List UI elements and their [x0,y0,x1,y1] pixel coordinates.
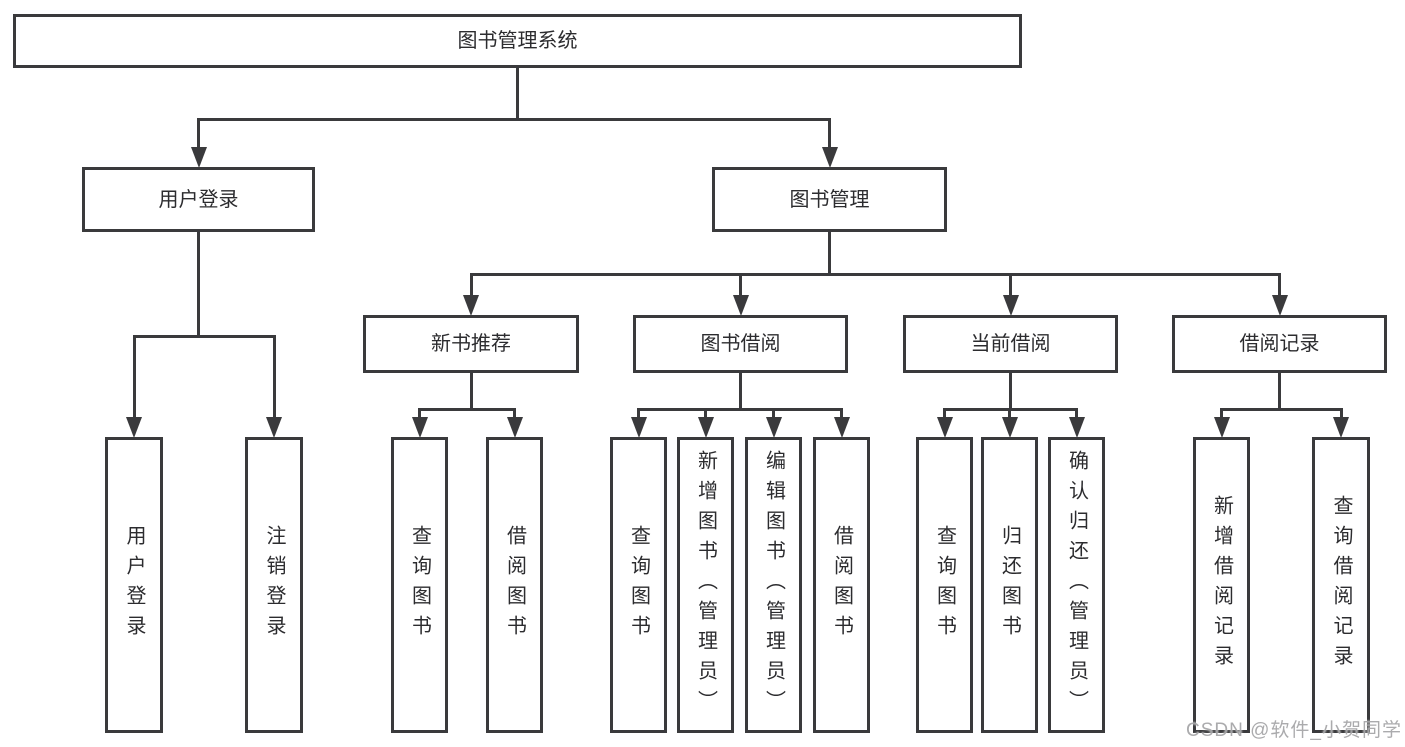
arrow-down-icon-bb-query [630,417,647,438]
arrow-down-icon-bb-edit [765,417,782,438]
connector-stem-borrow-record [1278,373,1281,411]
node-label-new-book: 新书推荐 [431,333,511,355]
arrow-down-icon-book-borrow [732,295,749,316]
connector-drop-book-borrow [739,273,742,296]
connector-drop-cb-confirm [1075,408,1078,418]
arrow-down-icon-nb-borrow [506,417,523,438]
connector-drop-ul-logout [272,335,276,418]
connector-drop-bb-borrow [840,408,843,418]
connector-stem-book-borrow [739,373,742,411]
connector-drop-bb-add [704,408,707,418]
node-bb-borrow: 借阅图书 [813,437,870,733]
node-label-book-mgmt: 图书管理 [789,188,870,211]
connector-drop-current-borrow [1009,273,1012,296]
node-bb-add: 新增图书（管理员） [677,437,734,733]
connector-stem-current-borrow [1009,373,1012,411]
connector-stem-user-login [197,232,200,338]
node-label-root: 图书管理系统 [457,30,578,52]
connector-drop-new-book [469,273,473,296]
node-book-borrow: 图书借阅 [633,315,848,373]
node-cb-return: 归还图书 [981,437,1038,733]
node-nb-query: 查询图书 [391,437,448,733]
arrow-down-icon-cb-return [1001,417,1018,438]
connector-drop-ul-login [132,335,136,418]
connector-split-book-borrow [637,408,843,411]
node-label-bb-borrow: 借阅图书 [830,525,853,645]
node-cb-confirm: 确认归还（管理员） [1048,437,1105,733]
connector-split-new-book [418,408,516,411]
node-label-bb-add: 新增图书（管理员） [694,450,717,720]
node-label-cb-confirm: 确认归还（管理员） [1065,450,1088,720]
arrow-down-icon-ul-login [126,417,142,438]
node-label-br-query: 查询借阅记录 [1330,495,1352,675]
connector-drop-bb-query [637,408,640,418]
connector-drop-br-add [1220,408,1223,418]
node-label-nb-query: 查询图书 [408,525,431,645]
connector-split-borrow-record [1220,408,1343,411]
node-label-ul-login: 用户登录 [123,525,145,645]
node-label-cb-query: 查询图书 [933,525,956,645]
node-ul-logout: 注销登录 [245,437,303,733]
node-label-br-add: 新增借阅记录 [1210,495,1233,675]
node-label-cb-return: 归还图书 [998,525,1021,645]
node-bb-edit: 编辑图书（管理员） [745,437,802,733]
node-br-add: 新增借阅记录 [1193,437,1250,733]
node-root: 图书管理系统 [13,14,1022,68]
connector-stem-book-mgmt [828,232,831,276]
node-label-current-borrow: 当前借阅 [970,333,1051,355]
node-user-login: 用户登录 [82,167,315,232]
node-current-borrow: 当前借阅 [903,315,1118,373]
arrow-down-icon-borrow-record [1271,295,1288,316]
node-new-book: 新书推荐 [363,315,579,373]
arrow-down-icon-user-login [190,147,207,168]
connector-stem-root [516,68,519,121]
connector-drop-book-mgmt [828,118,831,148]
node-ul-login: 用户登录 [105,437,163,733]
connector-drop-bb-edit [772,408,775,418]
connector-drop-nb-borrow [513,408,516,418]
arrow-down-icon-bb-add [697,417,714,438]
arrow-down-icon-nb-query [411,417,428,438]
connector-split-book-mgmt [469,273,1281,276]
arrow-down-icon-br-query [1333,417,1349,438]
node-bb-query: 查询图书 [610,437,667,733]
node-label-user-login: 用户登录 [158,188,239,211]
node-borrow-record: 借阅记录 [1172,315,1387,373]
arrow-down-icon-cb-query [936,417,953,438]
node-label-borrow-record: 借阅记录 [1239,333,1320,355]
arrow-down-icon-bb-borrow [833,417,850,438]
connector-drop-borrow-record [1278,273,1281,296]
arrow-down-icon-book-mgmt [821,147,838,168]
node-label-ul-logout: 注销登录 [263,525,285,645]
connector-split-root [197,118,831,121]
node-br-query: 查询借阅记录 [1312,437,1370,733]
arrow-down-icon-ul-logout [266,417,282,438]
node-label-bb-edit: 编辑图书（管理员） [762,450,785,720]
arrow-down-icon-br-add [1213,417,1230,438]
node-label-nb-borrow: 借阅图书 [503,525,526,645]
arrow-down-icon-current-borrow [1002,295,1019,316]
node-nb-borrow: 借阅图书 [486,437,543,733]
node-label-bb-query: 查询图书 [627,525,650,645]
connector-split-user-login [132,335,276,338]
node-book-mgmt: 图书管理 [712,167,947,232]
connector-drop-nb-query [418,408,421,418]
connector-stem-new-book [469,373,473,411]
connector-drop-cb-query [943,408,946,418]
connector-drop-br-query [1339,408,1343,418]
connector-drop-cb-return [1008,408,1011,418]
arrow-down-icon-cb-confirm [1068,417,1085,438]
node-label-book-borrow: 图书借阅 [700,333,781,355]
arrow-down-icon-new-book [463,295,479,316]
connector-drop-user-login [197,118,200,148]
node-cb-query: 查询图书 [916,437,973,733]
watermark: CSDN @软件_小贺同学 [1186,720,1402,741]
